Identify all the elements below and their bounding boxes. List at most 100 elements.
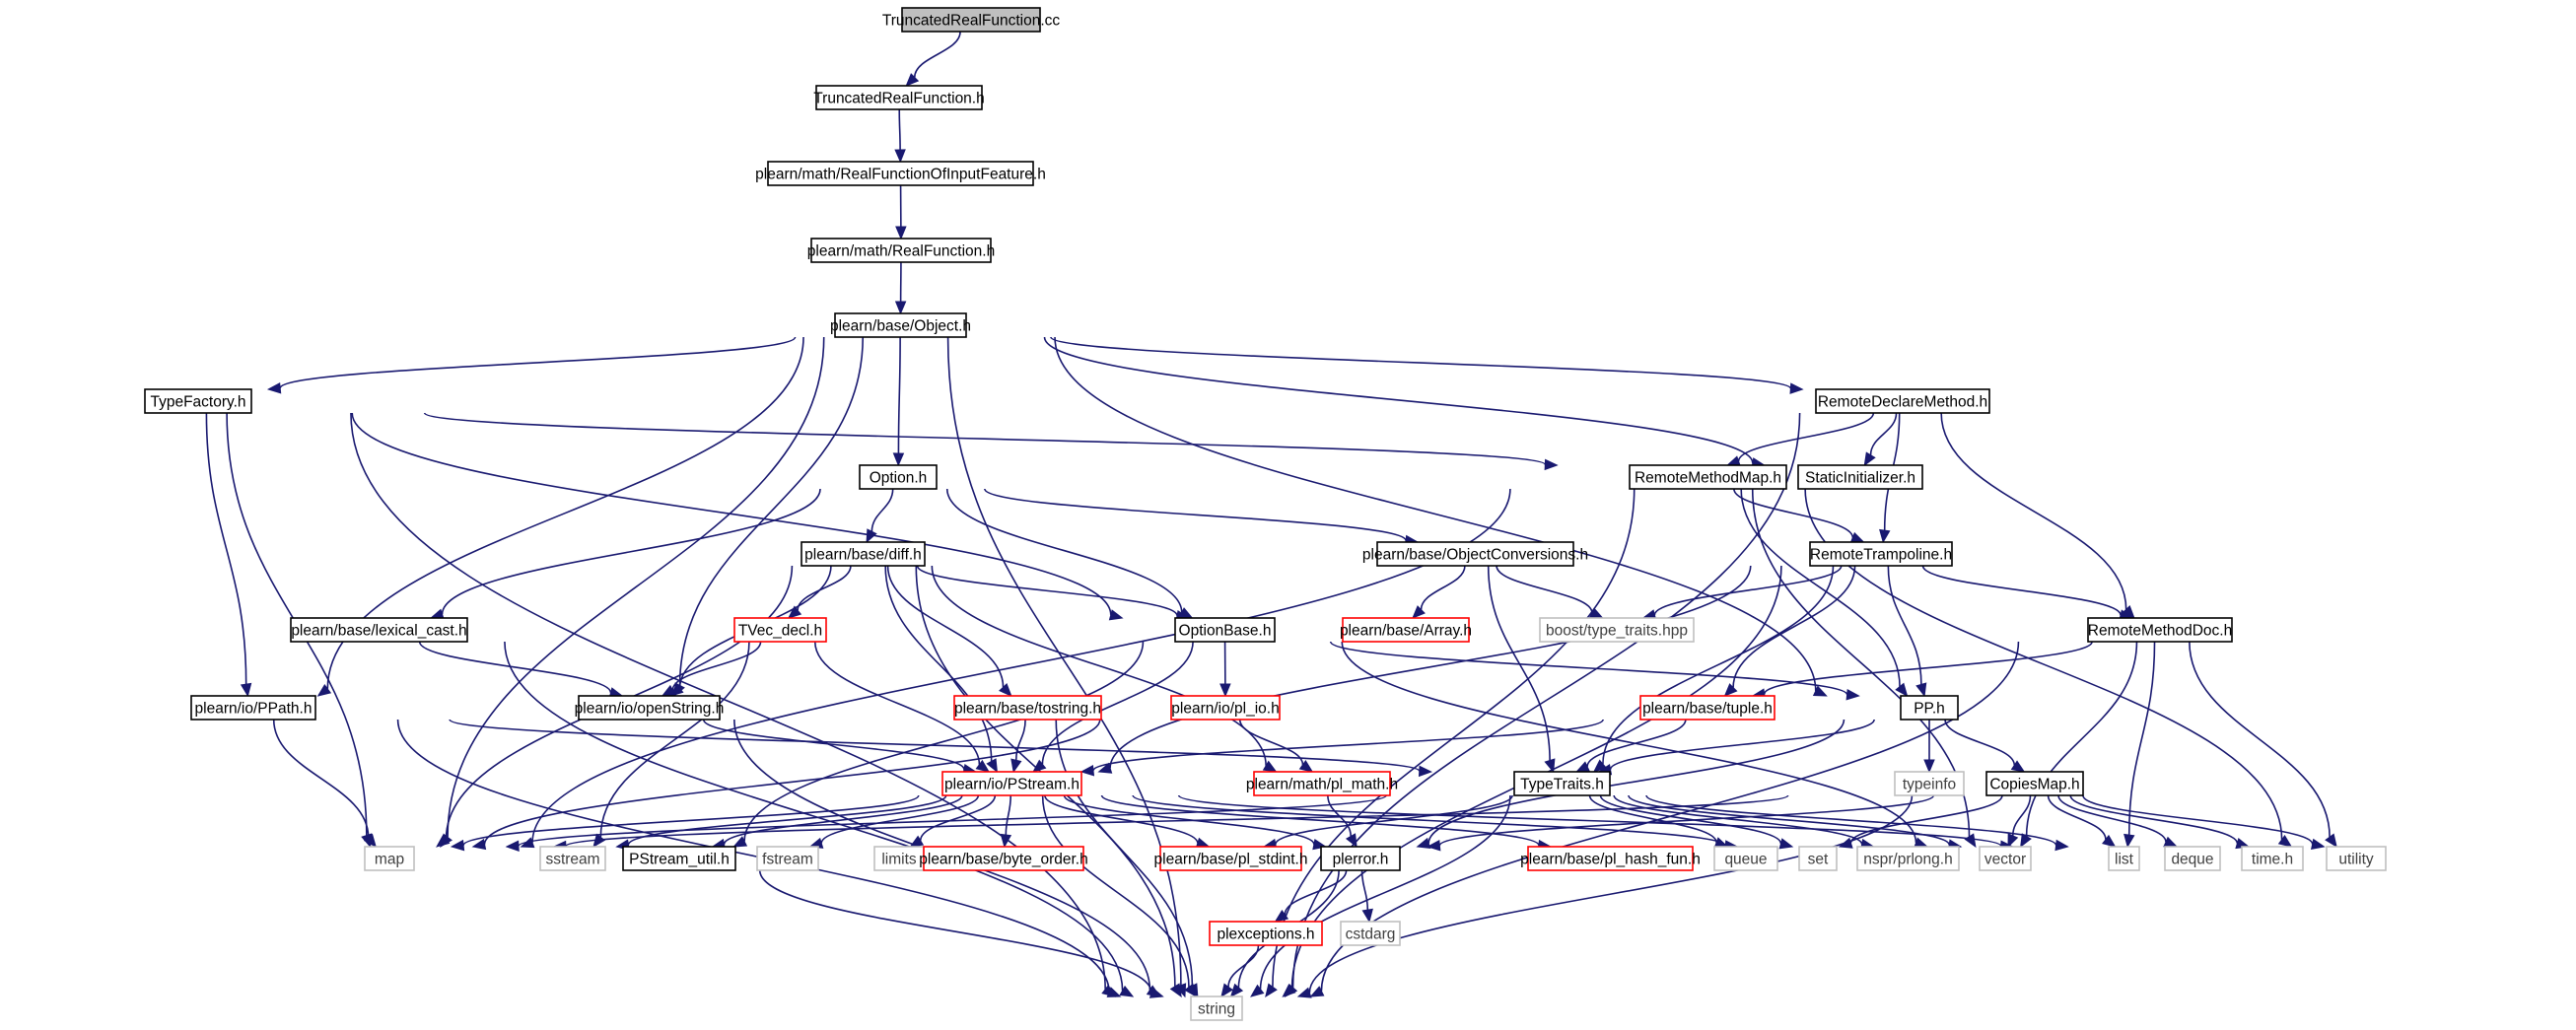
edge-pp-to-plerror bbox=[1427, 719, 1845, 844]
node-plearn-base-lexical-cast-h[interactable]: plearn/base/lexical_cast.h bbox=[290, 617, 468, 643]
node-typefactory-h[interactable]: TypeFactory.h bbox=[144, 388, 252, 414]
node-plearn-base-objectconversions-h[interactable]: plearn/base/ObjectConversions.h bbox=[1362, 541, 1588, 567]
node-plearn-base-tostring-h[interactable]: plearn/base/tostring.h bbox=[953, 695, 1102, 721]
node-label: string bbox=[1198, 1001, 1235, 1018]
node-vector: vector bbox=[1979, 846, 2032, 871]
node-plearn-math-realfunction-h[interactable]: plearn/math/RealFunction.h bbox=[807, 238, 995, 263]
node-label: fstream bbox=[762, 852, 813, 868]
node-label: TypeTraits.h bbox=[1520, 777, 1604, 793]
node-set: set bbox=[1798, 846, 1838, 871]
edge-object-to-staticinit bbox=[1043, 336, 1754, 464]
edge-ppath-to-string bbox=[396, 719, 1110, 993]
node-truncatedrealfunction-cc[interactable]: TruncatedRealFunction.cc bbox=[882, 7, 1061, 33]
node-time-h: time.h bbox=[2241, 846, 2304, 871]
node-optionbase-h[interactable]: OptionBase.h bbox=[1174, 617, 1276, 643]
node-remotemethodmap-h[interactable]: RemoteMethodMap.h bbox=[1629, 464, 1787, 490]
node-label: plearn/io/openString.h bbox=[575, 701, 725, 718]
node-plearn-base-byte-order-h[interactable]: plearn/base/byte_order.h bbox=[919, 846, 1088, 871]
arrowhead-diff-to-string bbox=[1169, 983, 1182, 998]
node-plexceptions-h[interactable]: plexceptions.h bbox=[1209, 921, 1323, 946]
node-plearn-base-tuple-h[interactable]: plearn/base/tuple.h bbox=[1639, 695, 1775, 721]
node-box bbox=[1539, 617, 1695, 643]
edge-pstream-to-pstreamutil bbox=[723, 794, 963, 845]
arrowhead-tvec-to-pstream bbox=[975, 759, 991, 773]
arrowhead-rf-to-object bbox=[894, 301, 907, 315]
node-plearn-math-realfunctionofinputfeature-h[interactable]: plearn/math/RealFunctionOfInputFeature.h bbox=[755, 161, 1046, 186]
node-label: plearn/math/pl_math.h bbox=[1246, 777, 1398, 793]
node-label: set bbox=[1808, 852, 1829, 868]
node-box bbox=[923, 846, 1084, 871]
edge-rtramp-to-tuple bbox=[1732, 565, 1856, 688]
node-plerror-h[interactable]: plerror.h bbox=[1320, 846, 1401, 871]
edge-typefactory-to-ppath bbox=[205, 412, 247, 685]
node-box bbox=[2108, 846, 2140, 871]
node-limits: limits bbox=[873, 846, 925, 871]
node-box bbox=[733, 617, 827, 643]
node-remotemethoddoc-h[interactable]: RemoteMethodDoc.h bbox=[2087, 617, 2233, 643]
node-list: list bbox=[2108, 846, 2140, 871]
node-box bbox=[1894, 771, 1965, 796]
edge-tostring-to-string bbox=[1055, 719, 1194, 987]
node-box bbox=[1340, 921, 1401, 946]
edge-copiesmap-to-list bbox=[2047, 794, 2107, 840]
node-plearn-math-pl-math-h[interactable]: plearn/math/pl_math.h bbox=[1246, 771, 1398, 796]
edge-diff-to-optionbase bbox=[916, 565, 1178, 617]
arrowhead-pstream-to-string bbox=[1184, 983, 1198, 998]
edge-option-to-objconv bbox=[984, 488, 1407, 542]
node-label: plearn/base/byte_order.h bbox=[919, 852, 1087, 868]
arrowhead-diff-to-tvec bbox=[787, 605, 802, 619]
edge-plmath-to-plerror bbox=[1327, 794, 1353, 837]
edge-pstream-to-string bbox=[1041, 794, 1190, 988]
arrowhead-copiesmap-to-string bbox=[1296, 987, 1312, 998]
node-label: plearn/base/diff.h bbox=[804, 547, 922, 564]
edge-root-to-trf bbox=[913, 31, 961, 78]
node-plearn-io-openstring-h[interactable]: plearn/io/openString.h bbox=[575, 695, 725, 721]
node-staticinitializer-h[interactable]: StaticInitializer.h bbox=[1797, 464, 1923, 490]
node-pstream-util-h[interactable]: PStream_util.h bbox=[622, 846, 736, 871]
node-truncatedrealfunction-h[interactable]: TruncatedRealFunction.h bbox=[813, 85, 985, 110]
arrowhead-plerror-to-string bbox=[1229, 983, 1244, 997]
node-plearn-base-pl-hash-fun-h[interactable]: plearn/base/pl_hash_fun.h bbox=[1520, 846, 1701, 871]
edge-optionbase-to-pstreamutil bbox=[743, 641, 1145, 842]
node-pp-h[interactable]: PP.h bbox=[1900, 695, 1959, 721]
edge-pstream-to-set bbox=[1132, 794, 1727, 847]
node-plearn-base-diff-h[interactable]: plearn/base/diff.h bbox=[801, 541, 926, 567]
node-typetraits-h[interactable]: TypeTraits.h bbox=[1513, 771, 1611, 796]
edge-pstream-to-list bbox=[1177, 794, 2002, 847]
node-remotedeclaremethod-h[interactable]: RemoteDeclareMethod.h bbox=[1815, 388, 1990, 414]
edge-rtramp-to-rmdoc bbox=[1921, 565, 2122, 616]
node-plearn-io-ppath-h[interactable]: plearn/io/PPath.h bbox=[190, 695, 316, 721]
edge-lexcast-to-openstring bbox=[418, 641, 612, 694]
node-tvec-decl-h[interactable]: TVec_decl.h bbox=[733, 617, 827, 643]
edge-rdm-to-rmdoc bbox=[1940, 412, 2127, 610]
node-plearn-base-array-h[interactable]: plearn/base/Array.h bbox=[1340, 617, 1472, 643]
arrowhead-pp-to-copiesmap bbox=[2010, 760, 2026, 773]
edge-tvec-to-sstream bbox=[599, 641, 750, 838]
arrowhead-diff-to-map bbox=[436, 834, 451, 848]
node-plearn-io-pstream-h[interactable]: plearn/io/PStream.h bbox=[941, 771, 1082, 796]
node-box bbox=[1527, 846, 1694, 871]
node-box bbox=[190, 695, 316, 721]
edge-optionbase-to-pp bbox=[1329, 641, 1848, 696]
node-remotetrampoline-h[interactable]: RemoteTrampoline.h bbox=[1809, 541, 1953, 567]
node-label: plearn/io/pl_io.h bbox=[1171, 701, 1279, 718]
arrowhead-copiesmap-to-vector bbox=[2007, 833, 2019, 849]
node-plearn-base-pl-stdint-h[interactable]: plearn/base/pl_stdint.h bbox=[1154, 846, 1308, 871]
edge-plexceptions-to-string bbox=[1227, 944, 1260, 988]
arrowhead-optionbase-to-plio bbox=[1219, 683, 1231, 698]
node-copiesmap-h[interactable]: CopiesMap.h bbox=[1985, 771, 2084, 796]
node-option-h[interactable]: Option.h bbox=[859, 464, 938, 490]
arrowhead-ppath-to-string bbox=[1106, 987, 1122, 997]
arrowhead-rtramp-to-pp bbox=[1915, 682, 1927, 698]
node-box bbox=[364, 846, 415, 871]
node-label: sstream bbox=[545, 852, 599, 868]
node-label: plearn/math/RealFunctionOfInputFeature.h bbox=[755, 167, 1046, 183]
node-plearn-io-pl-io-h[interactable]: plearn/io/pl_io.h bbox=[1170, 695, 1281, 721]
arrowhead-plio-to-plmath bbox=[1298, 760, 1314, 773]
node-plearn-base-object-h[interactable]: plearn/base/Object.h bbox=[830, 312, 971, 338]
node-queue: queue bbox=[1713, 846, 1778, 871]
arrowhead-objconv-to-typetraits bbox=[1544, 758, 1556, 774]
arrowhead-rmdoc-to-vector bbox=[2020, 833, 2032, 849]
arrowhead-rmm-to-rtramp bbox=[1849, 531, 1865, 543]
